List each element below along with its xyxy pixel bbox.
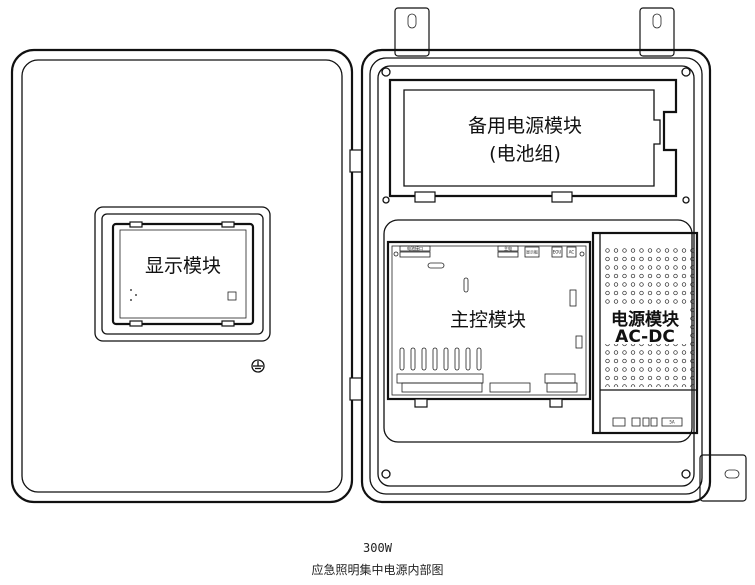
- battery-module: 备用电源模块 (电池组): [388, 78, 678, 203]
- psu-sublabel: AC-DC: [615, 327, 675, 347]
- hinge-top: [349, 149, 363, 173]
- ac-label: AC: [569, 250, 575, 255]
- display-module: 显示模块: [94, 206, 271, 342]
- mounting-tab-left: [394, 7, 430, 57]
- ground-icon: [251, 359, 265, 373]
- main-control-module: 电池接口 主电 显示板 EOU AC: [386, 240, 592, 408]
- cabinet-body: 备用电源模块 (电池组) 电池接口 主电 显示板 EOU AC: [360, 7, 747, 504]
- psu-label: 电源模块: [611, 309, 680, 330]
- display-board-label: 显示板: [526, 249, 538, 255]
- battery-module-sublabel: (电池组): [489, 143, 561, 165]
- caption-model: 300W: [363, 541, 392, 555]
- fuse-label: 5A: [669, 420, 675, 425]
- eou-label: EOU: [553, 250, 562, 255]
- battery-port-label: 电池接口: [407, 245, 423, 251]
- battery-module-label: 备用电源模块: [468, 115, 582, 137]
- psu-module: 5A 电源模块 AC-DC: [591, 231, 699, 435]
- mounting-tab-right: [639, 7, 675, 57]
- caption-title: 应急照明集中电源内部图: [311, 563, 444, 577]
- main-control-label: 主控模块: [450, 309, 526, 331]
- cabinet-door: 显示模块: [10, 48, 363, 504]
- main-power-label: 主电: [504, 245, 512, 251]
- hinge-bottom: [349, 377, 363, 401]
- mounting-tab-bottom: [699, 454, 747, 502]
- display-module-label: 显示模块: [145, 255, 221, 277]
